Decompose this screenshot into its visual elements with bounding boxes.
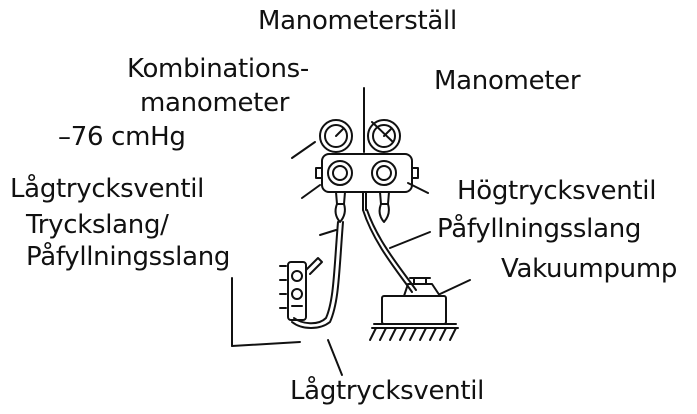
label-charge-hose: Påfyllningsslang <box>437 214 642 244</box>
label-pressure-hose-line2: Påfyllningsslang <box>26 242 231 272</box>
label-compound-gauge-line1: Kombinations- <box>127 54 309 84</box>
compound-gauge-icon <box>319 119 353 153</box>
label-manifold: Manometerställ <box>258 6 457 36</box>
vacuum-pump-icon <box>369 277 459 341</box>
manifold-body-icon <box>315 153 419 193</box>
label-low-pressure-valve-top: Lågtrycksventil <box>10 174 205 204</box>
label-gauge: Manometer <box>434 66 581 96</box>
label-vacuum-pump: Vakuumpump <box>501 254 678 284</box>
pressure-gauge-icon <box>367 119 401 153</box>
label-vacuum-reading: –76 cmHg <box>58 122 186 152</box>
low-pressure-hose-icon <box>291 221 344 329</box>
service-valve-icon <box>279 257 323 321</box>
label-high-pressure-valve: Högtrycksventil <box>457 176 657 206</box>
label-low-pressure-valve-bottom: Lågtrycksventil <box>290 376 485 406</box>
label-pressure-hose-line1: Tryckslang/ <box>26 210 169 240</box>
hose-fittings-icon <box>334 191 390 223</box>
leader-lines <box>231 87 471 376</box>
label-compound-gauge-line2: manometer <box>140 88 290 118</box>
charge-hose-icon <box>362 209 417 293</box>
